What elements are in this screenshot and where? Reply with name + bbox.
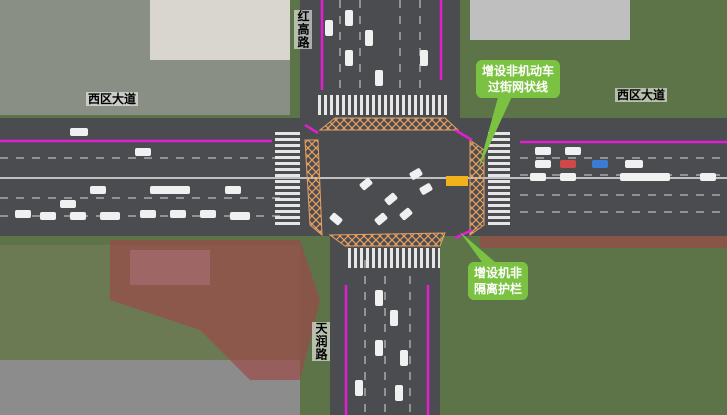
yellow-truck — [446, 176, 468, 186]
block-northeast — [470, 0, 630, 40]
callout-crossing-grid: 增设非机动车 过街网状线 — [476, 60, 561, 98]
callout-guardrail: 增设机非 隔离护栏 — [468, 262, 529, 300]
vehicles — [15, 10, 716, 401]
callout-line: 增设非机动车 — [482, 64, 555, 78]
road-label-west: 西区大道 — [86, 92, 139, 106]
callout-line: 隔离护栏 — [474, 282, 523, 296]
road-label-north: 红高路 — [294, 10, 312, 49]
callout-pointer — [478, 90, 515, 170]
xiqu-avenue — [0, 118, 727, 236]
road-label-east: 西区大道 — [615, 88, 668, 102]
crosswalk-south — [345, 248, 440, 268]
crosswalk-east — [488, 130, 510, 225]
callout-line: 增设机非 — [474, 266, 523, 280]
crosswalk-west — [275, 130, 300, 225]
callout-line: 过街网状线 — [488, 80, 549, 94]
sidewalk-red — [110, 240, 320, 380]
callout-pointer — [460, 232, 495, 262]
crosswalk-north — [315, 95, 450, 115]
road-label-south: 天润路 — [312, 322, 330, 361]
